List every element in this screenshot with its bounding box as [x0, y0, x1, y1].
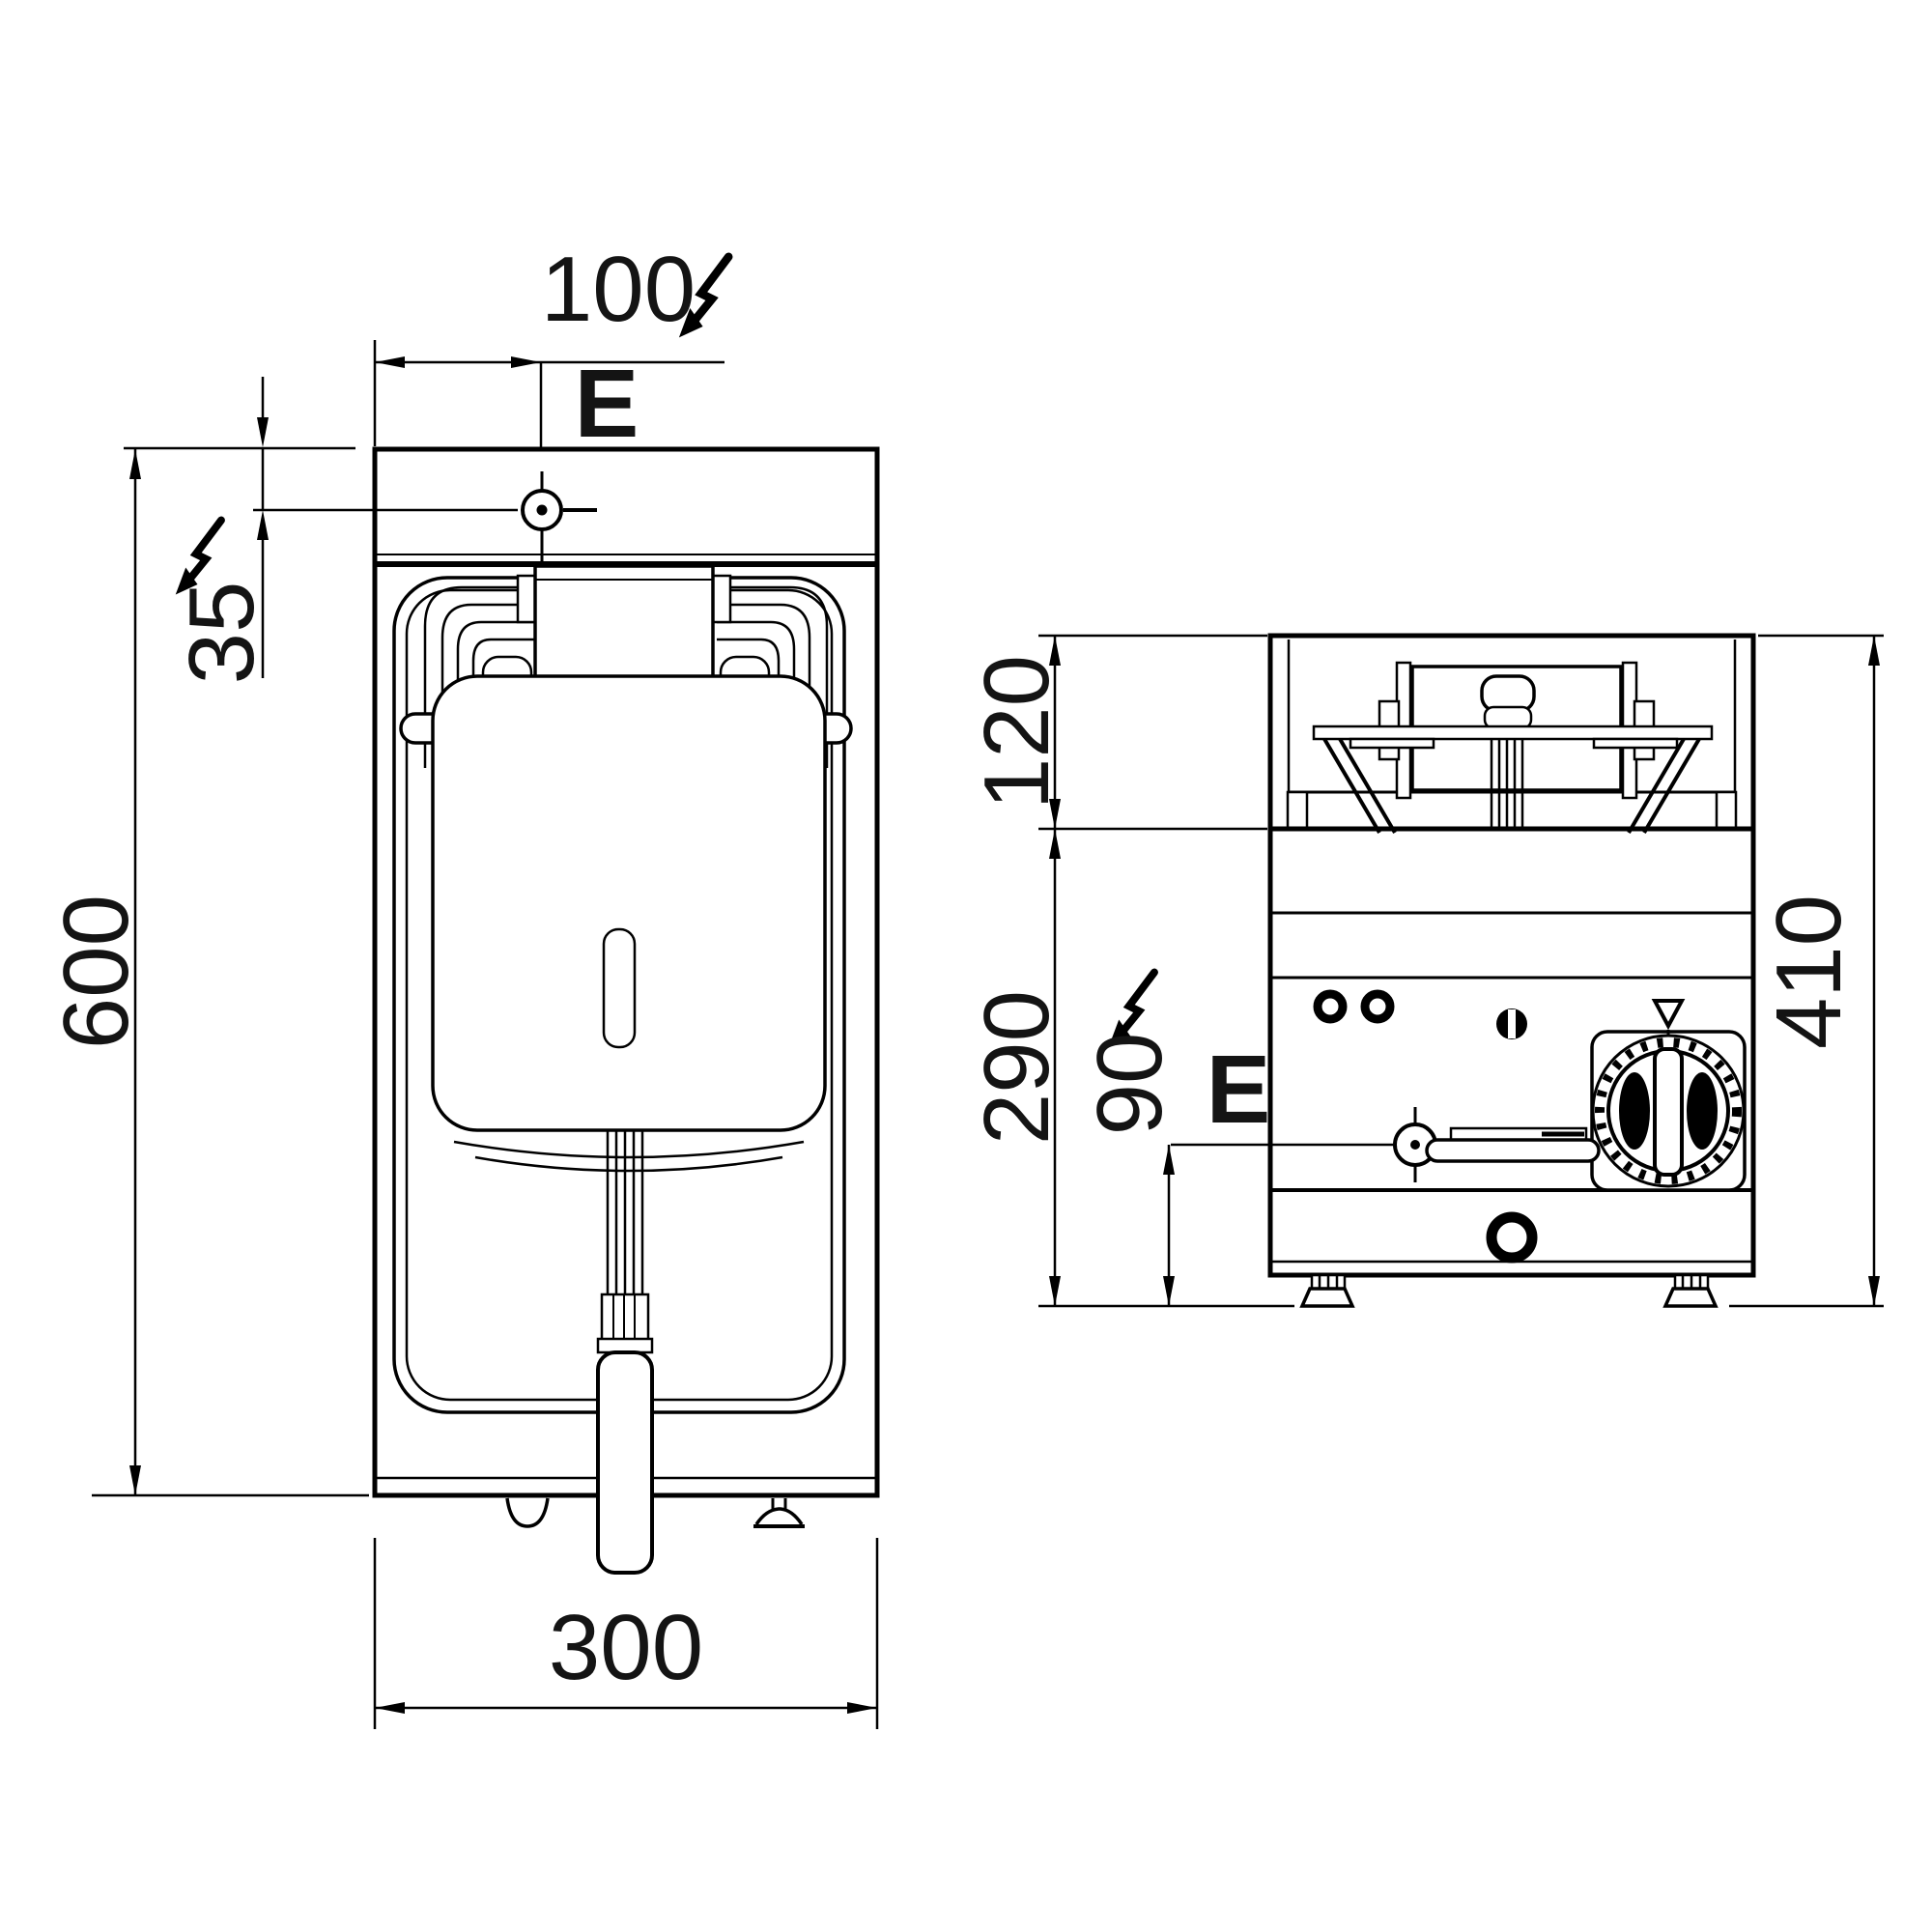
dim-basket-height-label: 120 — [965, 655, 1068, 810]
dim-total-height: 410 — [1729, 634, 1884, 1308]
front-view-feet — [1299, 1273, 1719, 1308]
front-view: 120 290 90 E 410 — [965, 633, 1884, 1308]
drain-lever — [1425, 1126, 1601, 1163]
dim-total-height-label: 410 — [1757, 895, 1861, 1049]
dim-electric-offset-x-label: 100 — [541, 238, 696, 341]
dim-basket-height: 120 — [965, 634, 1267, 831]
dim-electric-height: 90 E — [1078, 973, 1271, 1306]
electric-connection-marker-top — [253, 471, 597, 576]
dim-electric-height-label: 90 — [1078, 1033, 1181, 1136]
dim-electric-offset-y: 35 — [170, 377, 273, 684]
dim-panel-height: 290 — [965, 829, 1294, 1308]
basket-handle — [596, 1130, 654, 1575]
dim-depth: 600 — [44, 446, 369, 1497]
drain-hole — [1486, 1211, 1538, 1264]
dim-electric-offset-y-label: 35 — [170, 582, 273, 685]
thermostat-knob — [1590, 999, 1747, 1192]
front-basket — [1312, 661, 1714, 835]
dim-panel-height-label: 290 — [965, 990, 1068, 1145]
screw-icon — [1496, 1009, 1527, 1039]
electric-marker-label-front: E — [1207, 1036, 1271, 1144]
top-view-feet — [505, 1497, 805, 1528]
electric-marker-label-top: E — [575, 350, 639, 458]
dim-width: 300 — [373, 1538, 879, 1729]
top-view: 600 35 100 E — [44, 238, 880, 1729]
dim-width-label: 300 — [549, 1596, 703, 1699]
indicator-lights — [1313, 989, 1395, 1024]
dim-electric-offset-x: 100 E — [373, 238, 728, 488]
dim-depth-label: 600 — [44, 895, 148, 1049]
basket-lid — [431, 674, 827, 1173]
